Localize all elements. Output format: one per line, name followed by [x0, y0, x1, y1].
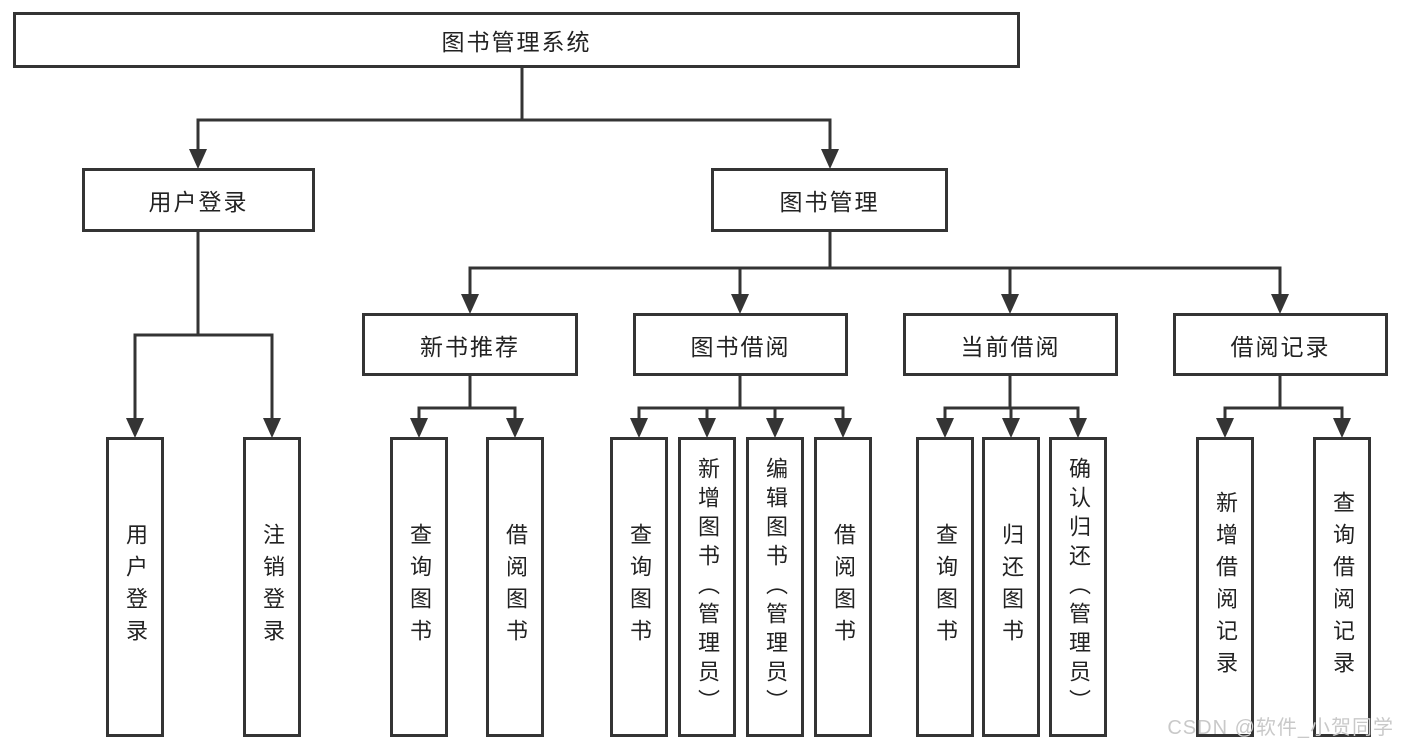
node-edit-books-admin: 编辑图书（管理员） [746, 437, 804, 737]
node-book-management: 图书管理 [711, 168, 948, 232]
node-book-borrowing: 图书借阅 [633, 313, 848, 376]
node-borrow-books: 借阅图书 [486, 437, 544, 737]
node-user-login: 用户登录 [82, 168, 315, 232]
node-label: 借阅记录 [1230, 333, 1331, 360]
node-label: 归还图书 [999, 523, 1024, 651]
node-label: 查询图书 [407, 523, 432, 651]
node-label: 图书管理系统 [441, 29, 592, 55]
node-label: 借阅图书 [831, 523, 856, 651]
node-confirm-return-admin: 确认归还（管理员） [1049, 437, 1107, 737]
node-label: 编辑图书（管理员） [763, 456, 788, 718]
node-label: 确认归还（管理员） [1066, 456, 1091, 718]
node-label: 当前借阅 [960, 333, 1061, 360]
node-label: 图书借阅 [690, 333, 791, 360]
node-label: 新书推荐 [420, 333, 520, 360]
node-current-borrowing: 当前借阅 [903, 313, 1118, 376]
node-borrow-books: 借阅图书 [814, 437, 872, 737]
node-add-books-admin: 新增图书（管理员） [678, 437, 736, 737]
node-logout-action: 注销登录 [243, 437, 301, 737]
csdn-watermark: CSDN @软件_小贺同学 [1167, 717, 1394, 739]
node-label: 用户登录 [123, 523, 148, 651]
node-query-books: 查询图书 [610, 437, 668, 737]
node-label: 新增图书（管理员） [695, 456, 720, 718]
node-user-login-action: 用户登录 [106, 437, 164, 737]
node-add-borrow-record: 新增借阅记录 [1196, 437, 1254, 737]
node-new-book-recommend: 新书推荐 [362, 313, 578, 376]
node-query-books: 查询图书 [916, 437, 974, 737]
node-label: 注销登录 [260, 523, 285, 651]
node-borrowing-records: 借阅记录 [1173, 313, 1388, 376]
node-label: 查询图书 [627, 523, 652, 651]
node-root-library-system: 图书管理系统 [13, 12, 1020, 68]
node-label: 图书管理 [779, 189, 880, 215]
node-label: 查询借阅记录 [1330, 491, 1355, 683]
node-query-borrow-record: 查询借阅记录 [1313, 437, 1371, 737]
node-query-books: 查询图书 [390, 437, 448, 737]
node-label: 新增借阅记录 [1213, 491, 1238, 683]
node-label: 用户登录 [148, 189, 249, 215]
node-label: 查询图书 [933, 523, 958, 651]
node-return-books: 归还图书 [982, 437, 1040, 737]
node-label: 借阅图书 [503, 523, 528, 651]
